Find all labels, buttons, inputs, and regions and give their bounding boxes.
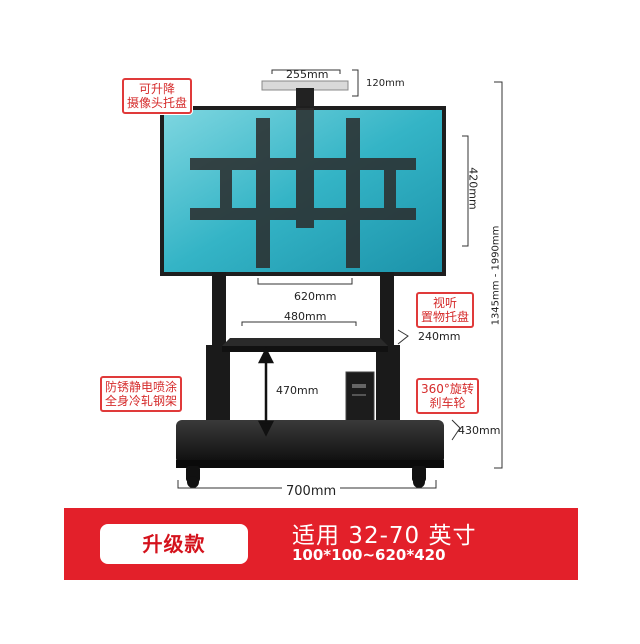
av-tray-callout: 视听 置物托盘 (416, 292, 475, 328)
shelf-depth-label: 240mm (418, 330, 461, 343)
upgrade-badge: 升级款 (100, 524, 248, 564)
base-width-label: 700mm (282, 484, 341, 499)
shelf-gap-arrow (257, 347, 275, 437)
mount-height-label: 420mm (466, 167, 480, 210)
base-depth-label: 430mm (458, 424, 501, 437)
stand-base (176, 420, 444, 468)
camera-tray (261, 80, 349, 108)
caster-wheels (186, 466, 426, 488)
camera-tray-callout: 可升降 摄像头托盘 (122, 78, 193, 114)
av-shelf (222, 338, 388, 352)
shelf-width-label: 480mm (284, 310, 327, 323)
wheels-callout: 360°旋转 刹车轮 (416, 378, 479, 414)
shelf-gap-label: 470mm (276, 384, 319, 397)
mount-width-label: 620mm (294, 290, 337, 303)
vesa-bracket (190, 108, 416, 268)
tray-width-label: 255mm (286, 68, 329, 81)
coating-callout: 防锈静电喷涂 全身冷轧钢架 (100, 376, 183, 412)
tray-height-label: 120mm (366, 78, 405, 89)
total-height-label: 1345mm - 1990mm (490, 225, 502, 326)
fit-size-text: 适用 32-70 英寸 (292, 523, 477, 549)
vesa-range-text: 100*100~620*420 (292, 546, 446, 564)
